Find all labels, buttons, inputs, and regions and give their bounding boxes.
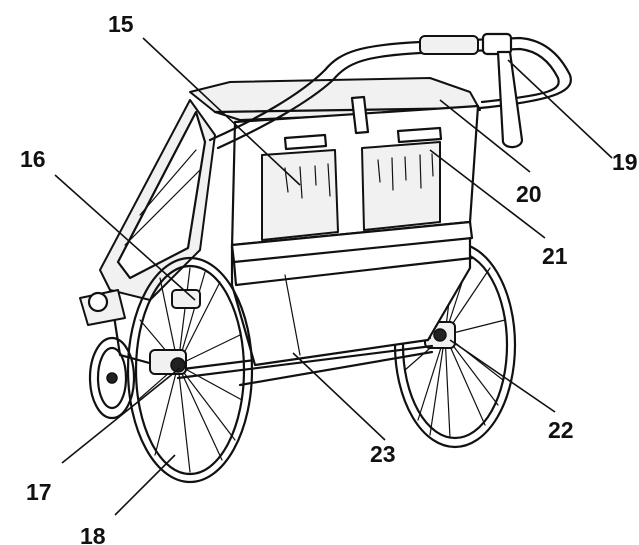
leader-20 (439, 99, 531, 173)
leader-16 (54, 174, 196, 301)
callout-19: 19 (612, 149, 638, 175)
leader-lines (54, 37, 613, 516)
leader-21 (429, 149, 546, 239)
rear-pocket-right (361, 141, 441, 231)
basket-lid (230, 220, 474, 264)
leader-18 (114, 454, 176, 516)
handlebar-grip (419, 35, 479, 55)
storage-basket (230, 220, 474, 367)
brake-lever (171, 289, 201, 309)
callout-22: 22 (548, 417, 574, 443)
leader-17 (61, 367, 181, 464)
left-side-window (116, 110, 207, 280)
leader-19 (507, 59, 613, 159)
handlebar-adjuster (481, 32, 513, 56)
handlebar (208, 32, 572, 150)
wrist-strap (496, 50, 524, 149)
callout-16: 16 (20, 146, 46, 172)
callouts: 15 16 17 18 19 20 21 22 23 (20, 11, 638, 545)
callout-23: 23 (370, 441, 396, 467)
callout-15: 15 (108, 11, 134, 37)
callout-18: 18 (80, 523, 106, 545)
callout-20: 20 (516, 181, 542, 207)
roof-strap (350, 95, 370, 135)
left-rear-wheel (126, 256, 254, 484)
trailer-body (99, 77, 482, 372)
callout-21: 21 (542, 243, 568, 269)
front-wheel (79, 289, 136, 420)
leader-22 (449, 339, 556, 413)
leader-23 (292, 352, 386, 441)
leader-15 (142, 37, 301, 186)
rear-pocket-left (261, 149, 339, 241)
callout-17: 17 (26, 479, 52, 505)
